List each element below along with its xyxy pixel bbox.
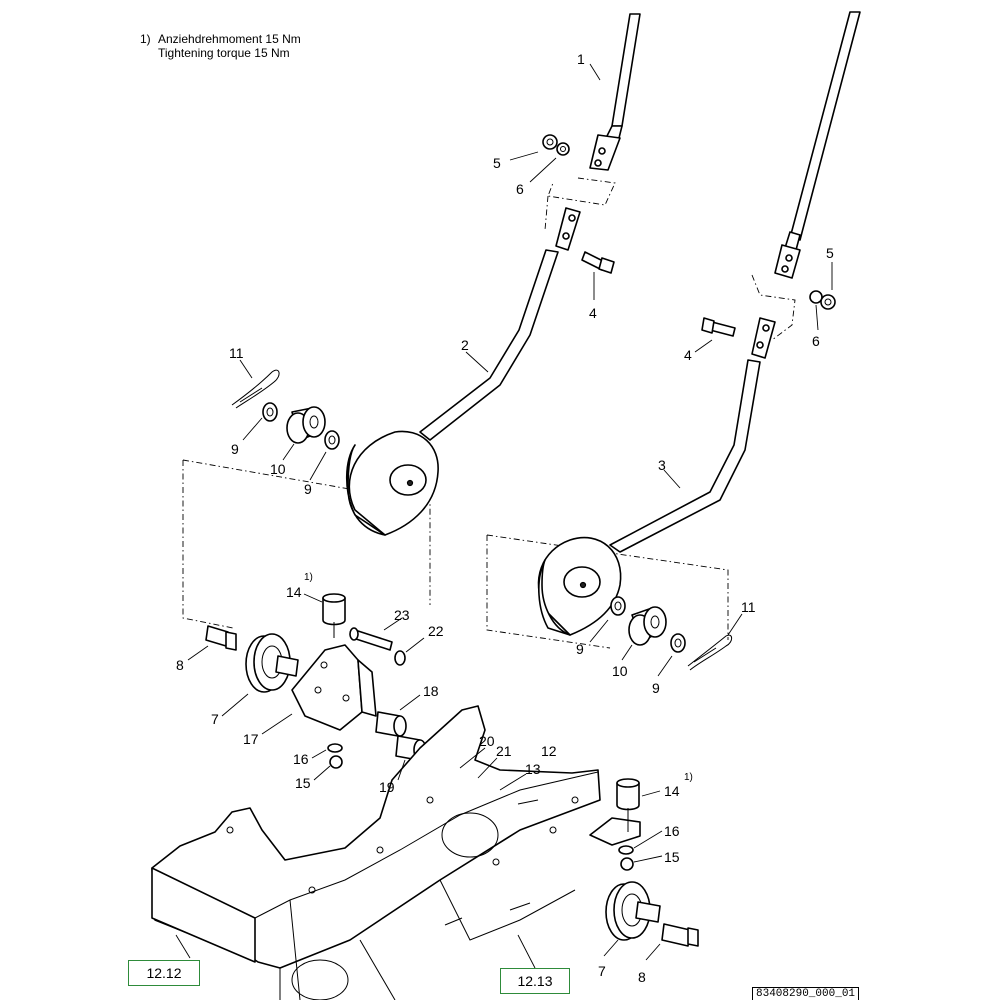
- callout-9-left-b: 9: [304, 481, 312, 497]
- reference-box-left[interactable]: 12.12: [128, 960, 200, 986]
- torque-note: 1) Anziehdrehmoment 15 Nm Tightening torq…: [140, 32, 301, 60]
- callout-9-left-a: 9: [231, 441, 239, 457]
- drawing-number: 83408290_000_01: [752, 987, 860, 1000]
- callout-23: 23: [394, 607, 410, 623]
- bushing-18: [375, 711, 407, 737]
- callout-10-right: 10: [612, 663, 628, 679]
- callout-19: 19: [379, 779, 395, 795]
- cotter-pin-right: [687, 634, 733, 671]
- roller-left: [245, 633, 299, 693]
- callout-22: 22: [428, 623, 444, 639]
- rod-right-upper: [774, 11, 861, 279]
- callout-11-right: 11: [741, 599, 756, 615]
- callout-4-left: 4: [589, 305, 597, 321]
- stop-bolt-left: [205, 625, 237, 651]
- note-line-en: Tightening torque 15 Nm: [158, 46, 290, 60]
- callout-2: 2: [461, 337, 469, 353]
- callout-4-right: 4: [684, 347, 692, 363]
- callout-14-left: 14: [286, 584, 302, 600]
- callout-11-left: 11: [229, 345, 244, 361]
- callout-14-left-marker: 1): [304, 572, 313, 583]
- note-line-de: Anziehdrehmoment 15 Nm: [158, 32, 301, 46]
- callout-5-right: 5: [826, 245, 834, 261]
- callout-3: 3: [658, 457, 666, 473]
- bolt-right: [701, 317, 736, 337]
- bolt-23: [349, 627, 393, 651]
- callout-9-right-a: 9: [576, 641, 584, 657]
- washer-left-a: [262, 402, 278, 422]
- callout-6-left: 6: [516, 181, 524, 197]
- callout-16-left: 16: [293, 751, 309, 767]
- bracket-plate-17: [291, 644, 377, 731]
- rod-left-upper: [589, 13, 641, 171]
- callout-14-right: 14: [664, 783, 680, 799]
- nut-15-right: [620, 857, 634, 871]
- callout-6-right: 6: [812, 333, 820, 349]
- nut-15-left: [329, 755, 343, 769]
- note-marker: 1): [140, 32, 151, 46]
- callout-8-left: 8: [176, 657, 184, 673]
- stop-bolt-right: [661, 923, 699, 947]
- bracket-right: [589, 808, 641, 846]
- washer-left-b: [324, 430, 340, 450]
- callout-21: 21: [496, 743, 512, 759]
- cotter-pin-left: [231, 369, 280, 409]
- callout-10-left: 10: [270, 461, 286, 477]
- callout-7-right: 7: [598, 963, 606, 979]
- bumper-right: [616, 778, 640, 811]
- callout-17: 17: [243, 731, 259, 747]
- callout-18: 18: [423, 683, 439, 699]
- callout-15-left: 15: [295, 775, 311, 791]
- washer-22: [394, 650, 406, 666]
- callout-15-right: 15: [664, 849, 680, 865]
- leader-lines: [175, 63, 833, 969]
- washer-16-left: [327, 743, 343, 753]
- link-box-right: [751, 274, 796, 341]
- reference-box-right[interactable]: 12.13: [500, 968, 570, 994]
- callout-12: 12: [541, 743, 557, 759]
- roller-right: [605, 881, 661, 941]
- spacer-right: [628, 606, 667, 646]
- callout-1: 1: [577, 51, 585, 67]
- callout-labels: 1 5 6 4 5 6 4 2 3 11 11 9 10 9 9 10 9 14…: [176, 51, 834, 985]
- link-box-left: [544, 177, 616, 231]
- washer-right-b: [670, 633, 686, 653]
- callout-8-right: 8: [638, 969, 646, 985]
- callout-13: 13: [525, 761, 541, 777]
- callout-14-right-marker: 1): [684, 772, 693, 783]
- callout-20: 20: [479, 733, 495, 749]
- lever-right: [537, 317, 776, 636]
- lever-left: [345, 207, 581, 536]
- spacer-left: [286, 406, 326, 444]
- assembly-box-left: [182, 459, 431, 629]
- bolt-left: [581, 251, 615, 274]
- nut-left: [542, 134, 570, 156]
- nut-right: [809, 290, 836, 310]
- callout-9-right-b: 9: [652, 680, 660, 696]
- callout-16-right: 16: [664, 823, 680, 839]
- callout-7-left: 7: [211, 711, 219, 727]
- chassis-frame: [151, 705, 601, 1000]
- bumper-left: [322, 593, 346, 638]
- washer-16-right: [618, 845, 634, 855]
- callout-5-left: 5: [493, 155, 501, 171]
- washer-right-a: [610, 596, 626, 616]
